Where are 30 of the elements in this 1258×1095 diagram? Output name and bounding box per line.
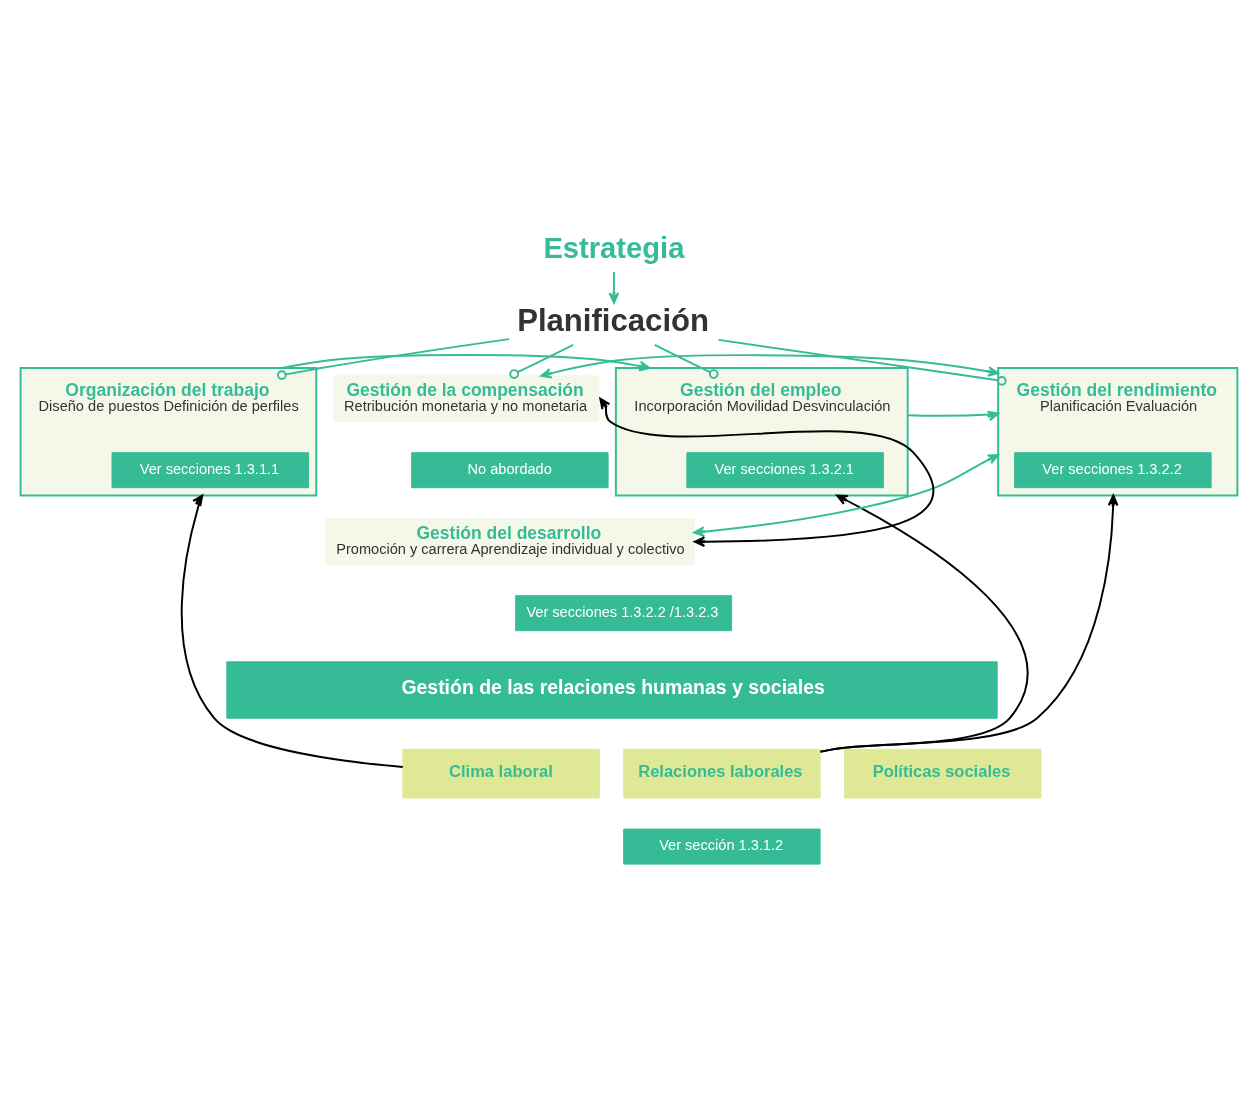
node-box: Clima laboral — [402, 748, 600, 798]
node-box: Políticas sociales — [843, 748, 1042, 798]
node-text: Gestión del rendimiento Planificación Evaluación — [1016, 379, 1217, 414]
node-text: Gestión del empleo Incorporación Movilidad Desvinculación — [634, 379, 891, 414]
arrow — [693, 453, 1000, 537]
node-box: Gestión de las relaciones humanas y sociales — [226, 660, 998, 719]
connector — [717, 338, 1007, 386]
connector — [277, 337, 511, 380]
node-box: Gestión del desarrollo Promoción y carrera Aprendizaje individual y colectivo — [325, 517, 695, 565]
node-box: Ver secciones 1.3.2.1 — [686, 451, 884, 488]
arrow — [819, 494, 1119, 753]
node-box: No abordado — [411, 451, 609, 488]
connector — [509, 343, 575, 379]
arrow — [281, 353, 651, 371]
node-box: Ver secciones 1.3.2.2 /1.3.2.3 — [515, 594, 733, 631]
arrow — [608, 270, 620, 304]
node-box: Gestión de la compensación Retribución monetaria y no monetaria — [332, 374, 600, 422]
arrow — [599, 397, 934, 547]
node-box: Ver secciones 1.3.2.2 — [1014, 451, 1212, 488]
arrow — [540, 353, 1000, 379]
node-text: Planificación — [517, 302, 710, 338]
node-box: Ver secciones 1.3.1.1 — [111, 451, 309, 488]
node-box: Relaciones laborales — [623, 748, 821, 798]
node-box: Ver sección 1.3.1.2 — [623, 828, 821, 865]
connector — [653, 343, 719, 379]
arrow — [180, 494, 404, 768]
node-text: Estrategia — [543, 231, 685, 264]
arrow — [906, 410, 1000, 421]
node-text: Organización del trabajo Diseño de puestos Definición de perfiles — [38, 379, 299, 414]
arrow — [819, 494, 1029, 753]
